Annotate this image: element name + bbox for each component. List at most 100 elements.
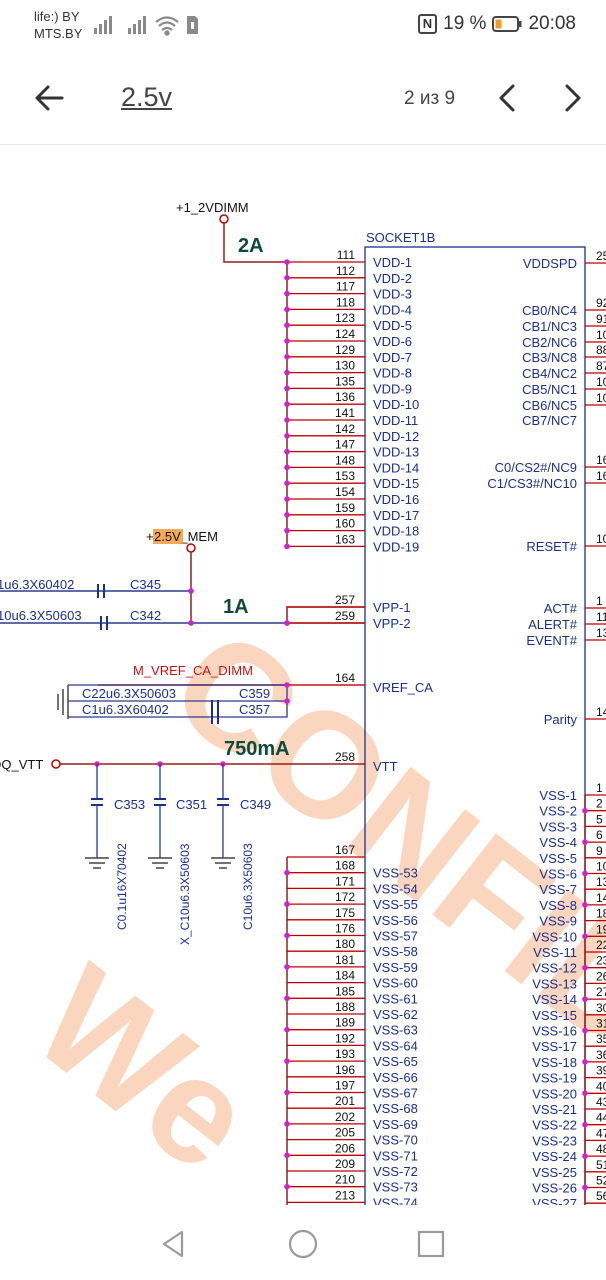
vdimm-port — [219, 214, 229, 224]
vref-cap-bus — [68, 684, 288, 718]
pin-number: 1 — [596, 781, 603, 795]
pin-number: 184 — [335, 969, 355, 983]
pin-name: VDD-6 — [373, 334, 412, 349]
pin-number: 92 — [596, 296, 606, 310]
pin-name: VSS-61 — [373, 991, 418, 1006]
pin-name: VSS-60 — [373, 976, 418, 991]
junction-dot — [284, 869, 290, 876]
pin-name: VSS-68 — [373, 1101, 418, 1116]
signal-icon — [128, 16, 146, 34]
junction-dot — [284, 527, 290, 534]
pin-name: VSS-54 — [373, 881, 418, 896]
current-1a: 1A — [223, 596, 249, 618]
vtt-capacitors — [85, 761, 235, 869]
vdimm-wire — [223, 223, 287, 263]
junction-dot — [582, 1153, 588, 1159]
pin-number: 196 — [335, 1063, 355, 1077]
vpp-highlight-box — [153, 529, 183, 544]
pin-name: VDD-14 — [373, 460, 419, 475]
pin-name: VDD-2 — [373, 271, 412, 286]
pin-number: 25 — [596, 249, 606, 263]
pin-name: VSS-15 — [532, 1008, 577, 1023]
pin-number: 124 — [335, 327, 355, 341]
pin-number: 168 — [335, 859, 355, 873]
junction-dot — [284, 543, 290, 550]
c353-value: C0.1u16X70402 — [115, 843, 129, 930]
pin-number: 135 — [335, 374, 355, 388]
pin-number: 27 — [596, 985, 606, 999]
pin-name: VSS-70 — [373, 1133, 418, 1148]
sim-icon — [187, 16, 198, 34]
pin-number: 14 — [596, 705, 606, 719]
c359-name: C359 — [239, 686, 270, 701]
junction-dot — [284, 417, 290, 423]
pin-name: VSS-8 — [539, 898, 577, 913]
nav-back-icon[interactable] — [156, 1227, 190, 1261]
current-2a: 2A — [238, 235, 264, 257]
pin-number: 257 — [335, 593, 355, 607]
junction-dot — [284, 496, 290, 502]
pin-number: 10 — [596, 391, 606, 405]
pin-number: 52 — [596, 1174, 606, 1188]
carrier-line-1: life:) BY — [34, 9, 80, 24]
nfc-icon: N — [417, 14, 438, 34]
pin-name: VDD-5 — [373, 318, 412, 333]
pin-number: 2 — [596, 797, 603, 811]
pin-number: 10 — [596, 532, 606, 546]
pin-name: VDD-18 — [373, 524, 419, 539]
c345-value: 1u6.3X60402 — [0, 577, 74, 592]
pin-name: CB7/NC7 — [522, 413, 577, 428]
pin-name: VSS-64 — [373, 1038, 418, 1053]
junction-dot — [284, 995, 290, 1002]
junction-dot — [582, 1184, 588, 1191]
junction-dot — [284, 1152, 290, 1159]
nav-home-icon[interactable] — [286, 1227, 320, 1261]
right-pins-top: VDDSPD25CB0/NC492CB1/NC391CB2/NC610CB3/N… — [487, 249, 606, 727]
pin-number: 36 — [596, 1048, 606, 1062]
vtt-port — [51, 759, 61, 769]
pin-number: 154 — [335, 485, 355, 499]
junction-dot — [284, 1058, 290, 1064]
nav-recents-icon[interactable] — [414, 1227, 448, 1261]
pin-name: CB4/NC2 — [522, 366, 577, 381]
back-arrow-icon[interactable] — [30, 78, 70, 118]
junction-dot — [284, 354, 290, 360]
chevron-right-icon[interactable] — [554, 80, 590, 116]
pin-name: VSS-59 — [373, 960, 418, 975]
pin-name: C0/CS2#/NC9 — [495, 460, 577, 475]
junction-dot — [284, 275, 290, 281]
vpp-port — [186, 543, 196, 553]
pin-number: 176 — [335, 922, 355, 936]
pin-name: VSS-69 — [373, 1117, 418, 1132]
pin-number: 10 — [596, 375, 606, 389]
pin-name: VDD-11 — [373, 413, 418, 428]
junction-dot — [284, 464, 290, 471]
pin-name: CB1/NC3 — [522, 319, 577, 334]
vref-ground-symbol — [57, 685, 69, 719]
pin-number: 129 — [335, 343, 355, 357]
socket-title: SOCKET1B — [366, 230, 435, 245]
pin-number: 16 — [596, 453, 606, 467]
junction-dot — [582, 902, 588, 908]
toolbar: 2.5v 2 из 9 — [0, 52, 606, 145]
c357-name: C357 — [239, 702, 270, 717]
pin-number: 193 — [335, 1047, 355, 1061]
pin-number: 48 — [596, 1142, 606, 1156]
pin-number: 18 — [596, 907, 606, 921]
pin-name: VSS-71 — [373, 1148, 418, 1163]
pin-number: 171 — [335, 874, 355, 888]
pin-name: VSS-74 — [373, 1195, 418, 1205]
pin-name: VSS-53 — [373, 866, 418, 881]
pin-number: 16 — [596, 469, 606, 483]
current-750ma: 750mA — [224, 738, 290, 760]
pin-number: 10 — [596, 860, 606, 874]
pin-name: VSS-10 — [532, 929, 577, 944]
chevron-left-icon[interactable] — [490, 80, 526, 116]
pin-number: 39 — [596, 1064, 606, 1078]
pin-number: 117 — [336, 280, 355, 294]
pin-name: VSS-2 — [539, 804, 577, 819]
